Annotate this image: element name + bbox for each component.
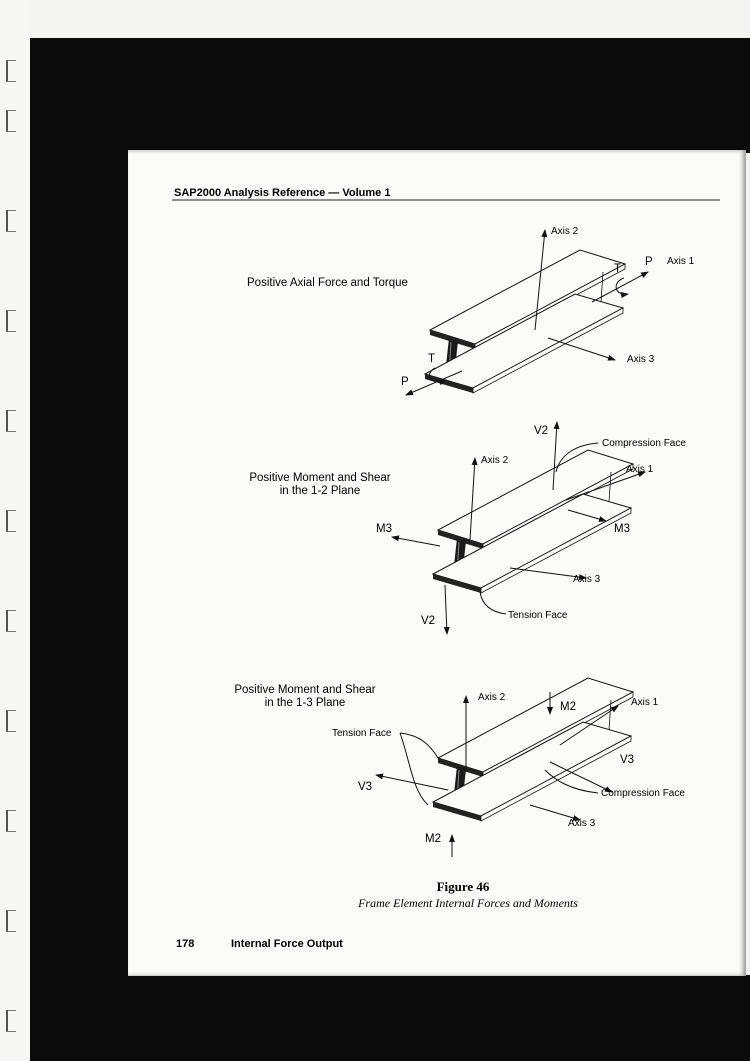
tension-face-label: Tension Face xyxy=(508,610,568,621)
v3-label: V3 xyxy=(620,754,634,766)
diagram-subtitle: in the 1-2 Plane xyxy=(280,485,361,497)
axis-1-arrow xyxy=(559,705,619,746)
axis-2-arrow xyxy=(534,229,548,331)
leader-line xyxy=(555,442,599,473)
leader-line xyxy=(544,769,599,794)
torque-arrow xyxy=(615,277,629,298)
diagram-moment-shear-1-2: Positive Moment and Shear in the 1-2 Pla… xyxy=(249,421,686,635)
shear-v2-down-arrow xyxy=(443,584,450,635)
axis-3-arrow xyxy=(547,337,616,361)
scan-background-left xyxy=(30,38,130,1061)
binding-ring xyxy=(6,510,16,532)
scan-background-bottom xyxy=(130,975,750,1061)
m3-label: M3 xyxy=(614,523,630,535)
tension-face-label: Tension Face xyxy=(332,728,392,739)
binding-ring xyxy=(6,210,16,232)
diagram-axial-torque: Positive Axial Force and Torque Axis 2 A… xyxy=(247,226,695,396)
compression-face-label: Compression Face xyxy=(601,788,685,799)
m2-label: M2 xyxy=(560,701,576,713)
scan-background-top xyxy=(30,38,750,153)
i-beam xyxy=(432,677,634,822)
shear-v2-up-arrow xyxy=(552,421,560,491)
section-title: Internal Force Output xyxy=(231,938,343,950)
axis-1-arrow xyxy=(565,471,646,501)
axial-force-arrow xyxy=(405,370,463,396)
m3-label: M3 xyxy=(376,523,392,535)
binding-ring xyxy=(6,910,16,932)
binding-ring xyxy=(6,410,16,432)
axis-2-label: Axis 2 xyxy=(478,692,506,703)
axis-3-label: Axis 3 xyxy=(568,818,596,829)
binding-ring xyxy=(6,60,16,82)
v2-label: V2 xyxy=(534,425,548,437)
torque-arrow xyxy=(428,367,447,386)
compression-face-label: Compression Face xyxy=(602,438,686,449)
leader-line xyxy=(479,591,507,615)
moment-m3-arrow xyxy=(391,535,441,547)
diagram-title: Positive Moment and Shear xyxy=(249,472,390,484)
axis-2-label: Axis 2 xyxy=(551,226,579,237)
figure-number: Figure 46 xyxy=(437,879,490,894)
binding-ring xyxy=(6,710,16,732)
page-number: 178 xyxy=(176,938,194,950)
force-p-label: P xyxy=(401,376,409,388)
torque-t-label: T xyxy=(428,353,435,365)
binding-ring xyxy=(6,810,16,832)
document-page xyxy=(128,150,746,976)
binding-ring xyxy=(6,610,16,632)
figure-caption: Frame Element Internal Forces and Moment… xyxy=(357,896,578,910)
leader-line xyxy=(399,732,429,806)
axis-3-arrow xyxy=(509,567,587,581)
v2-label: V2 xyxy=(421,615,435,627)
i-beam xyxy=(424,249,626,394)
axis-2-label: Axis 2 xyxy=(481,455,509,466)
binding-ring xyxy=(6,1010,16,1032)
torque-t-label: T xyxy=(614,263,621,275)
axis-2-arrow xyxy=(469,457,478,541)
shear-v3-arrow xyxy=(375,773,449,791)
moment-m3-arrow xyxy=(567,509,607,522)
binding-ring xyxy=(6,110,16,132)
m2-label: M2 xyxy=(425,833,441,845)
i-beam xyxy=(432,449,634,594)
axis-1-label: Axis 1 xyxy=(667,256,695,267)
v3-label: V3 xyxy=(358,781,372,793)
axis-1-arrow xyxy=(591,271,649,303)
axis-3-arrow xyxy=(529,804,581,821)
spiral-binding xyxy=(0,0,30,1061)
diagram-title: Positive Moment and Shear xyxy=(234,684,375,696)
axis-1-label: Axis 1 xyxy=(626,464,654,475)
diagram-title: Positive Axial Force and Torque xyxy=(247,277,408,289)
binding-ring xyxy=(6,310,16,332)
diagram-subtitle: in the 1-3 Plane xyxy=(265,697,346,709)
diagram-moment-shear-1-3: Positive Moment and Shear in the 1-3 Pla… xyxy=(234,677,685,857)
axis-3-label: Axis 3 xyxy=(627,354,655,365)
axis-1-label: Axis 1 xyxy=(631,697,659,708)
shear-v3-arrow xyxy=(549,761,613,793)
force-p-label: P xyxy=(645,256,653,268)
axis-3-label: Axis 3 xyxy=(573,574,601,585)
leader-line xyxy=(399,732,439,759)
running-header: SAP2000 Analysis Reference — Volume 1 xyxy=(174,187,390,199)
